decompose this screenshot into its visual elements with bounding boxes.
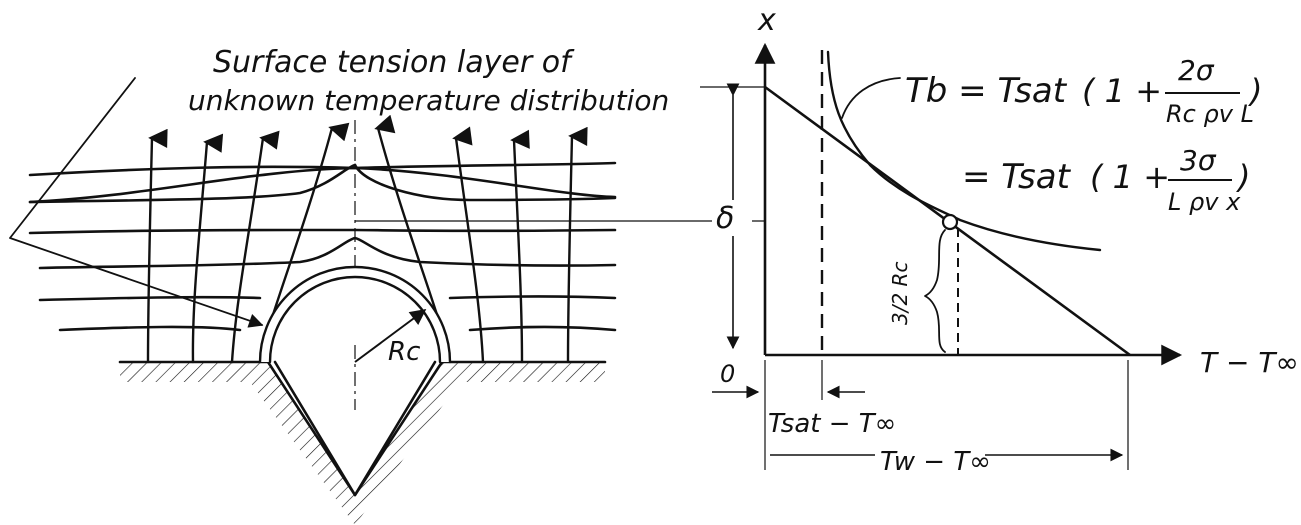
eq2-paren-close: ) (1236, 158, 1250, 196)
equation-1: Tb = Tsat ( 1 + 2σ Rc ρv L ) (905, 54, 1262, 128)
eq1-lhs: Tb = Tsat (905, 71, 1068, 111)
tw-dimension: Tw − T∞ (770, 360, 1129, 477)
caption-leader (9, 77, 264, 328)
eq1-paren-open: ( 1 + (1082, 72, 1162, 110)
isotherm-3 (28, 163, 357, 204)
heat-flow-line (566, 126, 588, 364)
cavity-sketch: Rc Surface tension layer of unknown temp… (9, 45, 669, 525)
delta-label: δ (716, 201, 734, 236)
x-axis-label: x (757, 3, 776, 38)
eq2-numerator: 3σ (1180, 144, 1217, 177)
isotherm-3r (353, 163, 617, 202)
tsat-dimension-label: Tsat − T∞ (768, 409, 896, 439)
three-halves-rc-label: 3/2 Rc (888, 262, 912, 325)
caption-line-2: unknown temperature distribution (188, 84, 669, 117)
eq2-denominator: L ρv x (1168, 188, 1241, 216)
heat-flow-line (146, 128, 168, 364)
isotherm-6r (448, 295, 617, 300)
isotherm-7r (468, 325, 617, 332)
isotherm-4 (28, 228, 617, 235)
bubble-inner-layer (268, 275, 442, 364)
bubble-outer-layer (258, 265, 452, 364)
equation-2: = Tsat ( 1 + 3σ L ρv x ) (962, 144, 1250, 216)
temperature-plot: x T − T∞ 0 δ 3/2 Rc Tb = Tsat ( 1 + 2σ R… (712, 3, 1299, 477)
bubble-radius-line (354, 309, 427, 363)
eq1-denominator: Rc ρv L (1166, 100, 1254, 128)
isotherm-5 (38, 236, 617, 270)
bubble-temperature-curve (826, 50, 1102, 252)
heat-flow-line (510, 129, 530, 364)
eq1-numerator: 2σ (1178, 54, 1215, 87)
caption-line-1: Surface tension layer of (213, 45, 575, 80)
bubble-radius-label: Rc (388, 337, 420, 367)
origin-label: 0 (720, 360, 735, 388)
heat-flow-line (452, 126, 485, 364)
heat-flow-line (230, 130, 280, 364)
heat-flow-line (191, 133, 224, 364)
three-halves-rc-brace (924, 229, 946, 353)
t-axis-label: T − T∞ (1200, 346, 1299, 379)
eq1-paren-close: ) (1248, 72, 1262, 110)
tw-dimension-label: Tw − T∞ (880, 447, 991, 477)
isotherm-6 (38, 295, 262, 302)
bubble: Rc (258, 265, 452, 497)
isotherm-7 (58, 325, 242, 332)
eq2-lhs: = Tsat (962, 157, 1072, 197)
tb-leader (841, 77, 901, 119)
tangent-point (941, 213, 959, 231)
tsat-dimension: Tsat − T∞ (712, 360, 896, 470)
eq2-paren-open: ( 1 + (1090, 158, 1170, 196)
